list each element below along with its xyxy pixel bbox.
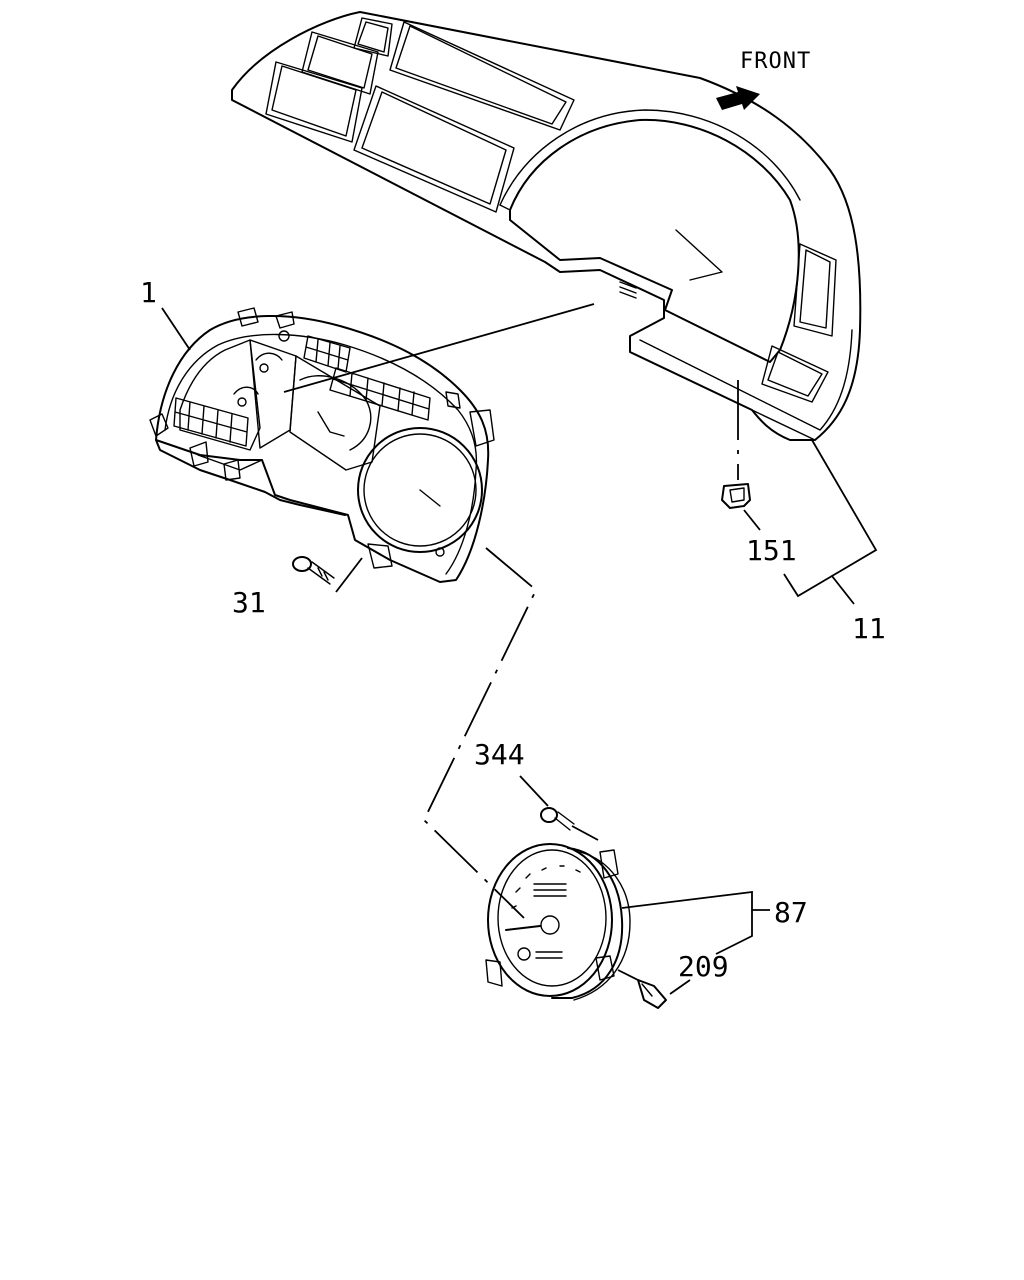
- front-indicator: FRONT: [716, 49, 811, 110]
- gauge-screw: [540, 807, 599, 841]
- callout-151: 151: [746, 534, 797, 567]
- callout-209: 209: [678, 950, 729, 983]
- instrument-panel-cover: [231, 11, 862, 441]
- instrument-cluster: [149, 307, 495, 583]
- tachometer-gauge: [485, 843, 631, 1001]
- front-arrow-icon: [716, 86, 760, 110]
- leader-lines: [161, 303, 878, 995]
- bulb-socket: [617, 969, 667, 1009]
- callout-1: 1: [140, 276, 157, 309]
- cluster-screw: [292, 556, 363, 593]
- callout-87: 87: [774, 896, 808, 929]
- callouts: 1 31 11 151 344 87 209: [140, 276, 886, 983]
- panel-clip: [721, 380, 751, 509]
- callout-11: 11: [852, 612, 886, 645]
- front-label: FRONT: [740, 49, 811, 74]
- callout-31: 31: [232, 586, 266, 619]
- callout-344: 344: [474, 738, 525, 771]
